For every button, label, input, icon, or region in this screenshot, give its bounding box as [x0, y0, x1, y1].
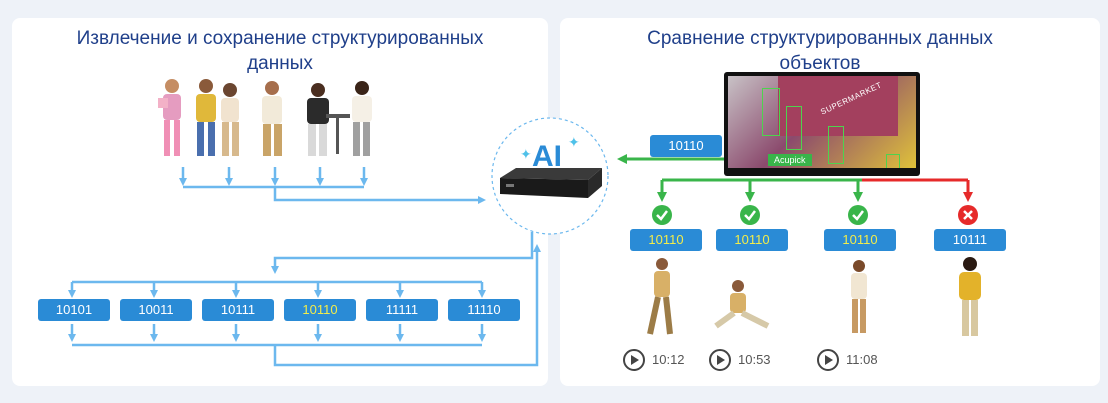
people-arrows: [179, 167, 486, 204]
result-time: 11:08: [846, 352, 878, 367]
result-time: 10:12: [652, 352, 685, 367]
check-icon: [848, 205, 868, 225]
left-title-line1: Извлечение и сохранение структурированны…: [76, 28, 484, 49]
code-box-highlighted: 10110: [284, 299, 356, 321]
person-figure: [851, 260, 867, 333]
right-title-line2: объектов: [779, 53, 861, 74]
ai-chip-icon: [500, 168, 602, 198]
detection-box: [786, 106, 802, 150]
person-figure: [352, 81, 372, 156]
play-icon[interactable]: [622, 348, 646, 372]
code-box: 10111: [202, 299, 274, 321]
query-code: 10110: [650, 135, 722, 157]
result-code: 10110: [716, 229, 788, 251]
codes-return-arrows: [68, 232, 534, 298]
codes-out-arrows: [68, 244, 541, 367]
result-code: 10110: [824, 229, 896, 251]
play-icon[interactable]: [708, 348, 732, 372]
monitor-screen: SUPERMARKET Acupick: [728, 76, 916, 168]
right-title-line1: Сравнение структурированных данных: [647, 28, 993, 49]
right-title: Сравнение структурированных данных объек…: [600, 26, 1040, 76]
code-box: 10101: [38, 299, 110, 321]
sparkle-icon: ✦: [568, 134, 580, 150]
result-arrows: [657, 178, 973, 202]
code-box: 10011: [120, 299, 192, 321]
detection-box: [828, 126, 844, 164]
result-code: 10110: [630, 229, 702, 251]
people-group: [158, 79, 372, 156]
person-figure: [714, 280, 770, 329]
check-icon: [652, 205, 672, 225]
play-icon[interactable]: [816, 348, 840, 372]
monitor: SUPERMARKET Acupick: [724, 72, 920, 176]
left-title-line2: данных: [247, 53, 313, 74]
person-figure: [307, 83, 350, 156]
person-figure: [959, 257, 981, 336]
acupick-tag: Acupick: [768, 154, 812, 166]
ai-device: AI ✦ ✦: [496, 134, 606, 200]
ai-label: AI: [532, 140, 562, 173]
code-box: 11111: [366, 299, 438, 321]
check-icon: [740, 205, 760, 225]
result-time: 10:53: [738, 352, 771, 367]
person-figure: [196, 79, 216, 156]
left-title: Извлечение и сохранение структурированны…: [40, 26, 520, 76]
person-figure: [262, 81, 282, 156]
cross-icon: [958, 205, 978, 225]
result-code: 10111: [934, 229, 1006, 251]
detection-box: [886, 154, 900, 168]
person-figure: [647, 258, 673, 335]
left-panel: [12, 18, 548, 386]
person-figure: [158, 79, 181, 156]
code-box: 11110: [448, 299, 520, 321]
person-figure: [221, 83, 239, 156]
detection-box: [762, 88, 780, 136]
sparkle-icon: ✦: [520, 146, 532, 162]
